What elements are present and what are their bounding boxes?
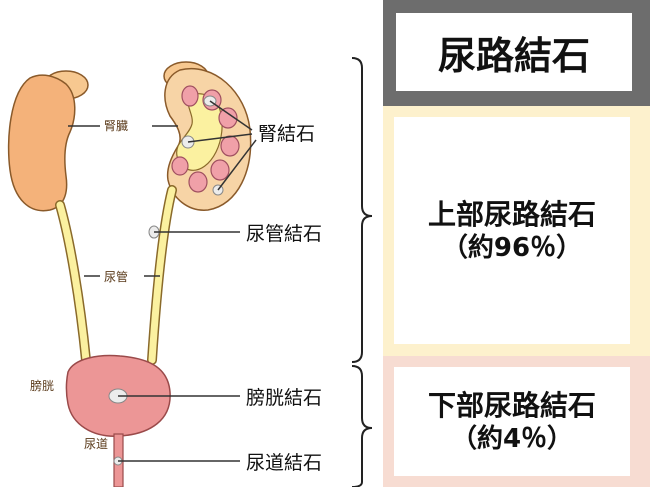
upper-bracket xyxy=(351,57,373,363)
lower-tract-share: （約4％） xyxy=(450,423,574,454)
label-urethra: 尿道 xyxy=(84,437,108,451)
lower-tract-panel: 下部尿路結石 （約4％） xyxy=(383,356,650,487)
lower-bracket xyxy=(351,365,373,487)
left-kidney-shape xyxy=(7,74,76,212)
urinary-tract-diagram: 腎臓 尿管 膀胱 尿道 腎結石 尿管結石 膀胱結石 尿道結石 xyxy=(7,57,373,487)
renal-pelvis xyxy=(176,93,223,171)
label-urethra-stone: 尿道結石 xyxy=(246,452,322,474)
lower-tract-heading: 下部尿路結石 xyxy=(427,388,596,422)
brackets xyxy=(351,57,373,487)
label-kidney-stone: 腎結石 xyxy=(258,123,315,145)
upper-tract-heading: 上部尿路結石 xyxy=(427,197,596,231)
leader-lines xyxy=(68,100,257,462)
page-title: 尿路結石 xyxy=(396,13,632,91)
label-bladder-stone: 膀胱結石 xyxy=(246,387,322,409)
label-bladder: 膀胱 xyxy=(30,378,54,393)
title-panel: 尿路結石 xyxy=(383,0,650,106)
upper-tract-share: （約96％） xyxy=(441,232,583,263)
upper-tract-panel: 上部尿路結石 （約96％） xyxy=(383,106,650,356)
label-ureter-stone: 尿管結石 xyxy=(246,223,322,245)
left-kidney xyxy=(7,70,89,212)
label-ureter: 尿管 xyxy=(104,269,128,284)
label-kidney: 腎臓 xyxy=(104,119,128,133)
